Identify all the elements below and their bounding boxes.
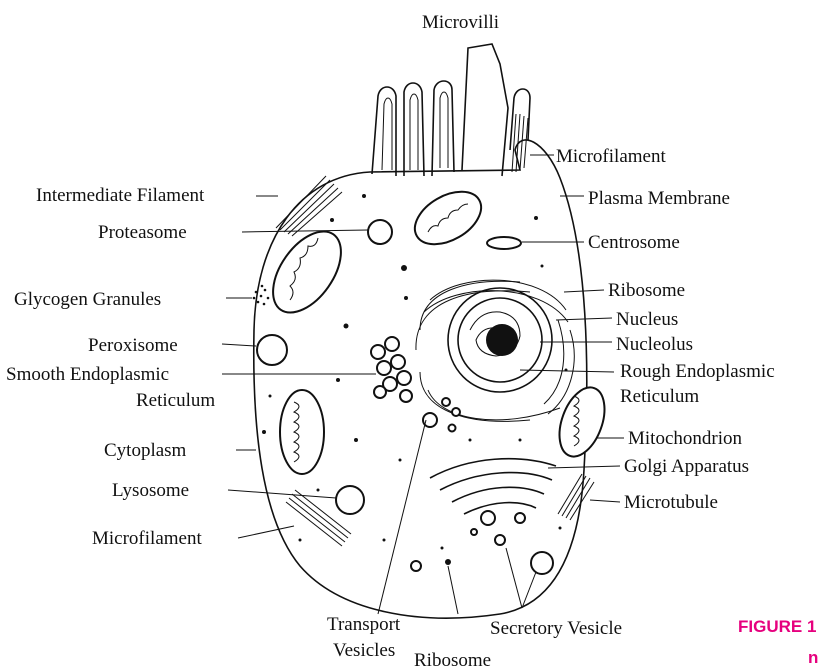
smooth-er [371, 337, 412, 402]
peroxisome [257, 335, 287, 365]
mitochondrion-upper-left [259, 219, 354, 324]
label-ribosome-bottom: Ribosome [414, 650, 491, 671]
label-lysosome: Lysosome [112, 480, 189, 501]
label-intermediate-filament: Intermediate Filament [36, 185, 205, 206]
secretory-vesicles [471, 511, 553, 574]
label-secretory: Secretory Vesicle [490, 618, 622, 639]
label-nucleolus: Nucleolus [616, 334, 693, 355]
mitochondrion-right [551, 381, 613, 462]
lysosome [336, 486, 364, 514]
label-ribosome-right: Ribosome [608, 280, 685, 301]
label-microvilli: Microvilli [422, 12, 499, 33]
label-centrosome: Centrosome [588, 232, 680, 253]
label-transport-2: Vesicles [333, 640, 395, 661]
microtubule-bundle [558, 474, 594, 520]
label-mitochondrion: Mitochondrion [628, 428, 742, 449]
label-golgi: Golgi Apparatus [624, 456, 749, 477]
microvilli [372, 44, 530, 176]
label-rough-er-1: Rough Endoplasmic [620, 361, 775, 382]
figure-tag: FIGURE 1 [738, 617, 816, 636]
transport-vesicles [423, 398, 460, 432]
label-rough-er-2: Reticulum [620, 386, 699, 407]
intermediate-filament-bundle [276, 176, 342, 236]
label-transport-1: Transport [327, 614, 401, 635]
small-vesicle [411, 561, 421, 571]
label-microfilament-bottom: Microfilament [92, 528, 202, 549]
golgi-apparatus [430, 459, 556, 514]
nucleolus [486, 324, 518, 356]
label-microfilament-top: Microfilament [556, 146, 666, 167]
figure-tag-line2: n [808, 648, 818, 667]
label-glycogen: Glycogen Granules [14, 289, 161, 310]
label-proteasome: Proteasome [98, 222, 187, 243]
label-peroxisome: Peroxisome [88, 335, 178, 356]
label-cytoplasm: Cytoplasm [104, 440, 187, 461]
mitochondrion-top [406, 181, 490, 255]
label-nucleus: Nucleus [616, 309, 678, 330]
centrosome [487, 237, 521, 249]
microvilli-inner [382, 92, 448, 170]
proteasome [368, 220, 392, 244]
ribosome-bottom-dot [445, 559, 451, 565]
label-smooth-er-2: Reticulum [136, 390, 215, 411]
label-plasma-membrane: Plasma Membrane [588, 188, 730, 209]
label-microtubule: Microtubule [624, 492, 718, 513]
label-smooth-er-1: Smooth Endoplasmic [6, 364, 169, 385]
microfilament-bundle-top [512, 114, 528, 172]
mitochondrion-lower-left [280, 390, 324, 474]
